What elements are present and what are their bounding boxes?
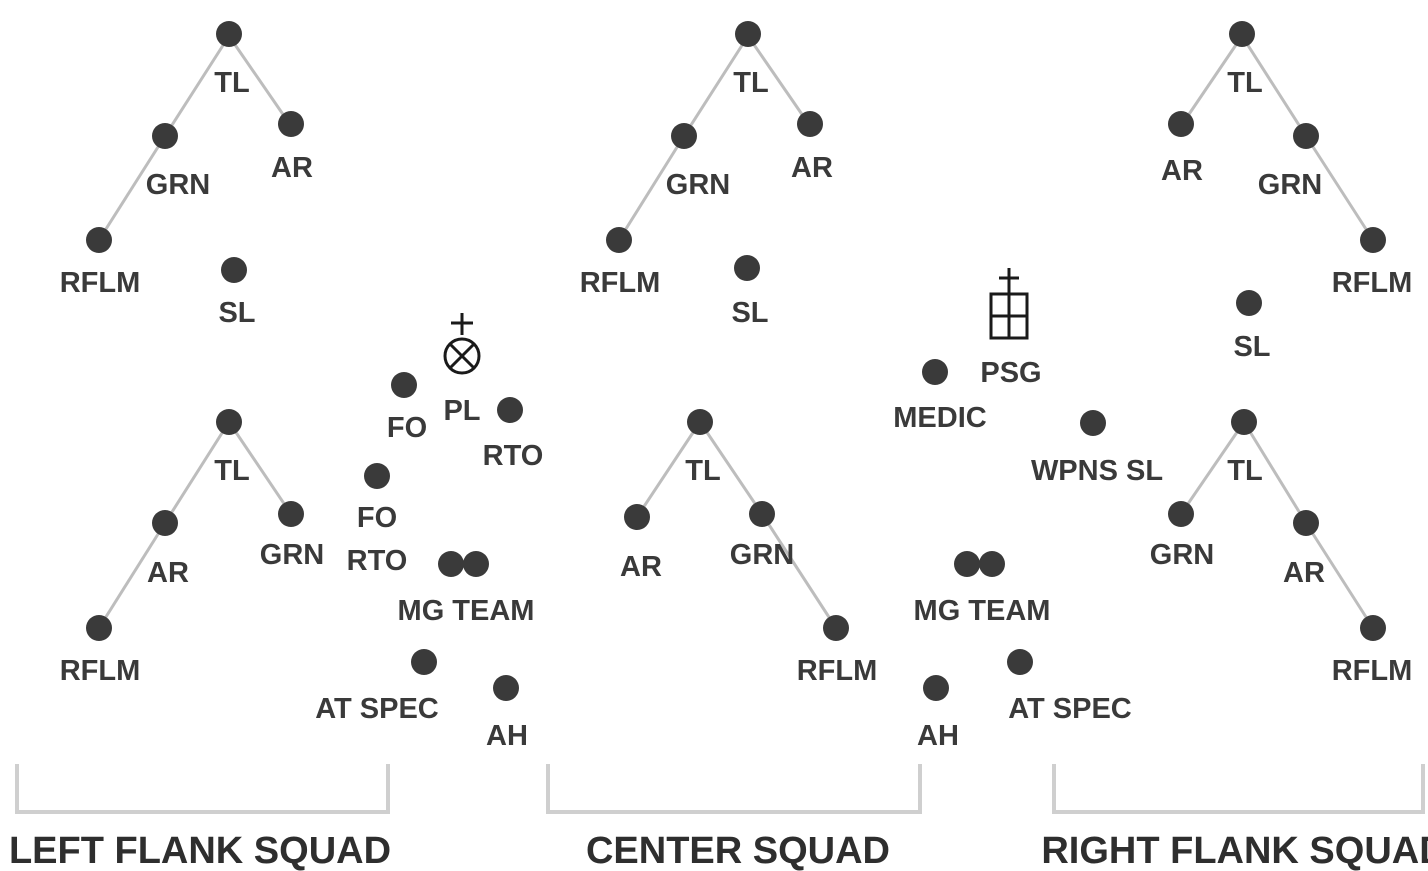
squad-leader-marker xyxy=(221,257,247,283)
role-label: GRN xyxy=(146,169,210,201)
left-flank-squad-label: LEFT FLANK SQUAD xyxy=(9,830,391,871)
role-label: FO xyxy=(357,502,397,534)
member-marker xyxy=(1360,615,1386,641)
role-label: AH xyxy=(917,720,959,752)
right-squad-bottom-team: TL GRN AR RFLM xyxy=(1150,409,1412,687)
platoon-leader-symbol xyxy=(443,313,481,375)
member-marker xyxy=(749,501,775,527)
member-marker xyxy=(391,372,417,398)
member-marker xyxy=(1293,510,1319,536)
member-marker xyxy=(923,675,949,701)
role-label: AT SPEC xyxy=(1008,693,1132,725)
member-marker xyxy=(735,21,761,47)
member-marker xyxy=(1360,227,1386,253)
role-label: GRN xyxy=(260,539,324,571)
role-label: PL xyxy=(443,395,480,427)
member-marker xyxy=(823,615,849,641)
left-squad-bracket xyxy=(15,764,390,814)
right-squad-top-team: TL AR GRN RFLM xyxy=(1161,21,1412,299)
member-marker xyxy=(1168,111,1194,137)
role-label: AR xyxy=(620,551,662,583)
member-marker xyxy=(797,111,823,137)
center-squad-bottom-team: TL AR GRN RFLM xyxy=(620,409,877,687)
center-squad-label: CENTER SQUAD xyxy=(586,830,890,871)
left-squad-top-team: TL GRN AR RFLM xyxy=(60,21,313,299)
role-label: RTO xyxy=(347,545,408,577)
role-label: RTO xyxy=(483,440,544,472)
role-label: GRN xyxy=(666,169,730,201)
role-label: TL xyxy=(1227,67,1262,99)
role-label: GRN xyxy=(1150,539,1214,571)
role-label: TL xyxy=(1227,455,1262,487)
role-label: RFLM xyxy=(1332,267,1413,299)
left-squad-bottom-team: TL AR GRN RFLM xyxy=(60,409,324,687)
center-squad-bracket xyxy=(546,764,922,814)
role-label: AT SPEC xyxy=(315,693,439,725)
role-label: RFLM xyxy=(1332,655,1413,687)
member-marker xyxy=(86,615,112,641)
member-marker xyxy=(687,409,713,435)
member-marker xyxy=(278,501,304,527)
member-marker xyxy=(624,504,650,530)
member-marker xyxy=(152,510,178,536)
role-label: RFLM xyxy=(580,267,661,299)
role-label: GRN xyxy=(730,539,794,571)
member-marker xyxy=(1293,123,1319,149)
role-label: TL xyxy=(214,455,249,487)
member-marker xyxy=(86,227,112,253)
member-marker xyxy=(152,123,178,149)
role-label: AR xyxy=(1161,155,1203,187)
role-label: AR xyxy=(1283,557,1325,589)
role-label: TL xyxy=(733,67,768,99)
role-label: MEDIC xyxy=(893,402,987,434)
role-label: TL xyxy=(214,67,249,99)
member-marker xyxy=(1229,21,1255,47)
role-label: RFLM xyxy=(797,655,878,687)
mg-team-marker xyxy=(438,551,489,577)
role-label: PSG xyxy=(980,357,1041,389)
member-marker xyxy=(216,21,242,47)
member-marker xyxy=(1231,409,1257,435)
member-marker xyxy=(364,463,390,489)
center-squad-top-team: TL GRN AR RFLM xyxy=(580,21,833,299)
member-marker xyxy=(606,227,632,253)
role-label: RFLM xyxy=(60,655,141,687)
member-marker xyxy=(1080,410,1106,436)
member-marker xyxy=(671,123,697,149)
member-marker xyxy=(278,111,304,137)
role-label: SL xyxy=(731,297,768,329)
right-flank-squad-label: RIGHT FLANK SQUAD xyxy=(1041,830,1428,871)
role-label: AH xyxy=(486,720,528,752)
role-label: TL xyxy=(685,455,720,487)
role-label: MG TEAM xyxy=(914,595,1051,627)
role-label: AR xyxy=(271,152,313,184)
member-marker xyxy=(497,397,523,423)
connector-lines xyxy=(97,35,1375,629)
member-marker xyxy=(922,359,948,385)
member-marker xyxy=(1168,501,1194,527)
role-label: FO xyxy=(387,412,427,444)
role-label: MG TEAM xyxy=(398,595,535,627)
role-label: RFLM xyxy=(60,267,141,299)
role-label: AR xyxy=(791,152,833,184)
platoon-sergeant-symbol xyxy=(989,268,1029,340)
mg-team-marker xyxy=(954,551,1005,577)
member-marker xyxy=(493,675,519,701)
role-label: SL xyxy=(1233,331,1270,363)
squad-leader-marker xyxy=(1236,290,1262,316)
squad-leader-marker xyxy=(734,255,760,281)
member-marker xyxy=(216,409,242,435)
member-marker xyxy=(411,649,437,675)
role-label: WPNS SL xyxy=(1031,455,1163,487)
role-label: SL xyxy=(218,297,255,329)
role-label: GRN xyxy=(1258,169,1322,201)
member-marker xyxy=(1007,649,1033,675)
role-label: AR xyxy=(147,557,189,589)
right-squad-bracket xyxy=(1052,764,1425,814)
